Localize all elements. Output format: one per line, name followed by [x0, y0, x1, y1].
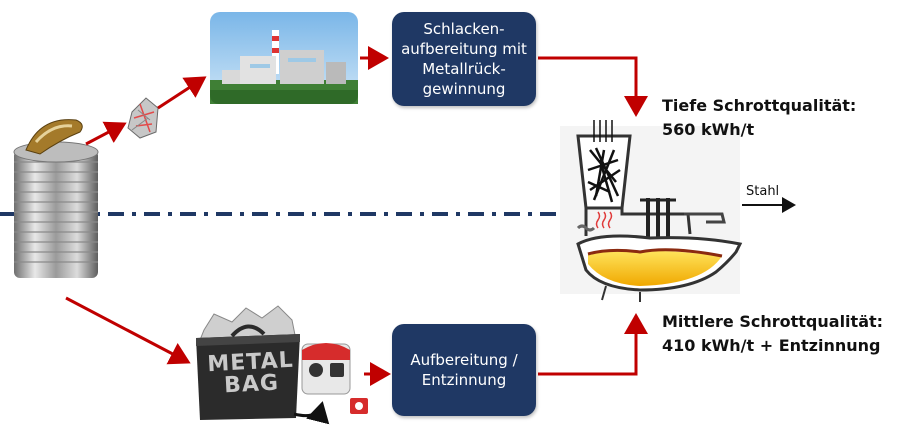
low-quality-value: 560 kWh/t [662, 120, 755, 139]
metal-bag-label: METAL BAG [206, 347, 295, 399]
slag-processing-label: Schlacken- aufbereitung mit Metallrück- … [401, 20, 527, 98]
incineration-plant-image [210, 12, 358, 104]
tin-can-image [13, 119, 99, 278]
arrow-can-to-crushed [85, 121, 127, 146]
mid-quality-title: Mittlere Schrottqualität: [662, 312, 884, 331]
arrow-can-to-bag [65, 296, 191, 365]
arrow-detin-box-to-furnace [538, 313, 648, 376]
arrow-slag-box-to-furnace [538, 56, 648, 117]
arrow-crushed-to-plant [157, 76, 207, 110]
mid-quality-value: 410 kWh/t + Entzinnung [662, 336, 881, 355]
crushed-cans-image [127, 97, 159, 139]
mid-quality-block: Mittlere Schrottqualität: 410 kWh/t + En… [662, 310, 883, 358]
detinning-label: Aufbereitung / Entzinnung [410, 351, 518, 389]
metal-bag-image [196, 305, 368, 425]
electric-arc-furnace-image [560, 120, 743, 302]
low-quality-block: Tiefe Schrottqualität: 560 kWh/t [662, 94, 856, 142]
low-quality-title: Tiefe Schrottqualität: [662, 96, 857, 115]
steel-output-label: Stahl [746, 184, 780, 199]
slag-processing-box: Schlacken- aufbereitung mit Metallrück- … [392, 12, 536, 106]
detinning-box: Aufbereitung / Entzinnung [392, 324, 536, 416]
